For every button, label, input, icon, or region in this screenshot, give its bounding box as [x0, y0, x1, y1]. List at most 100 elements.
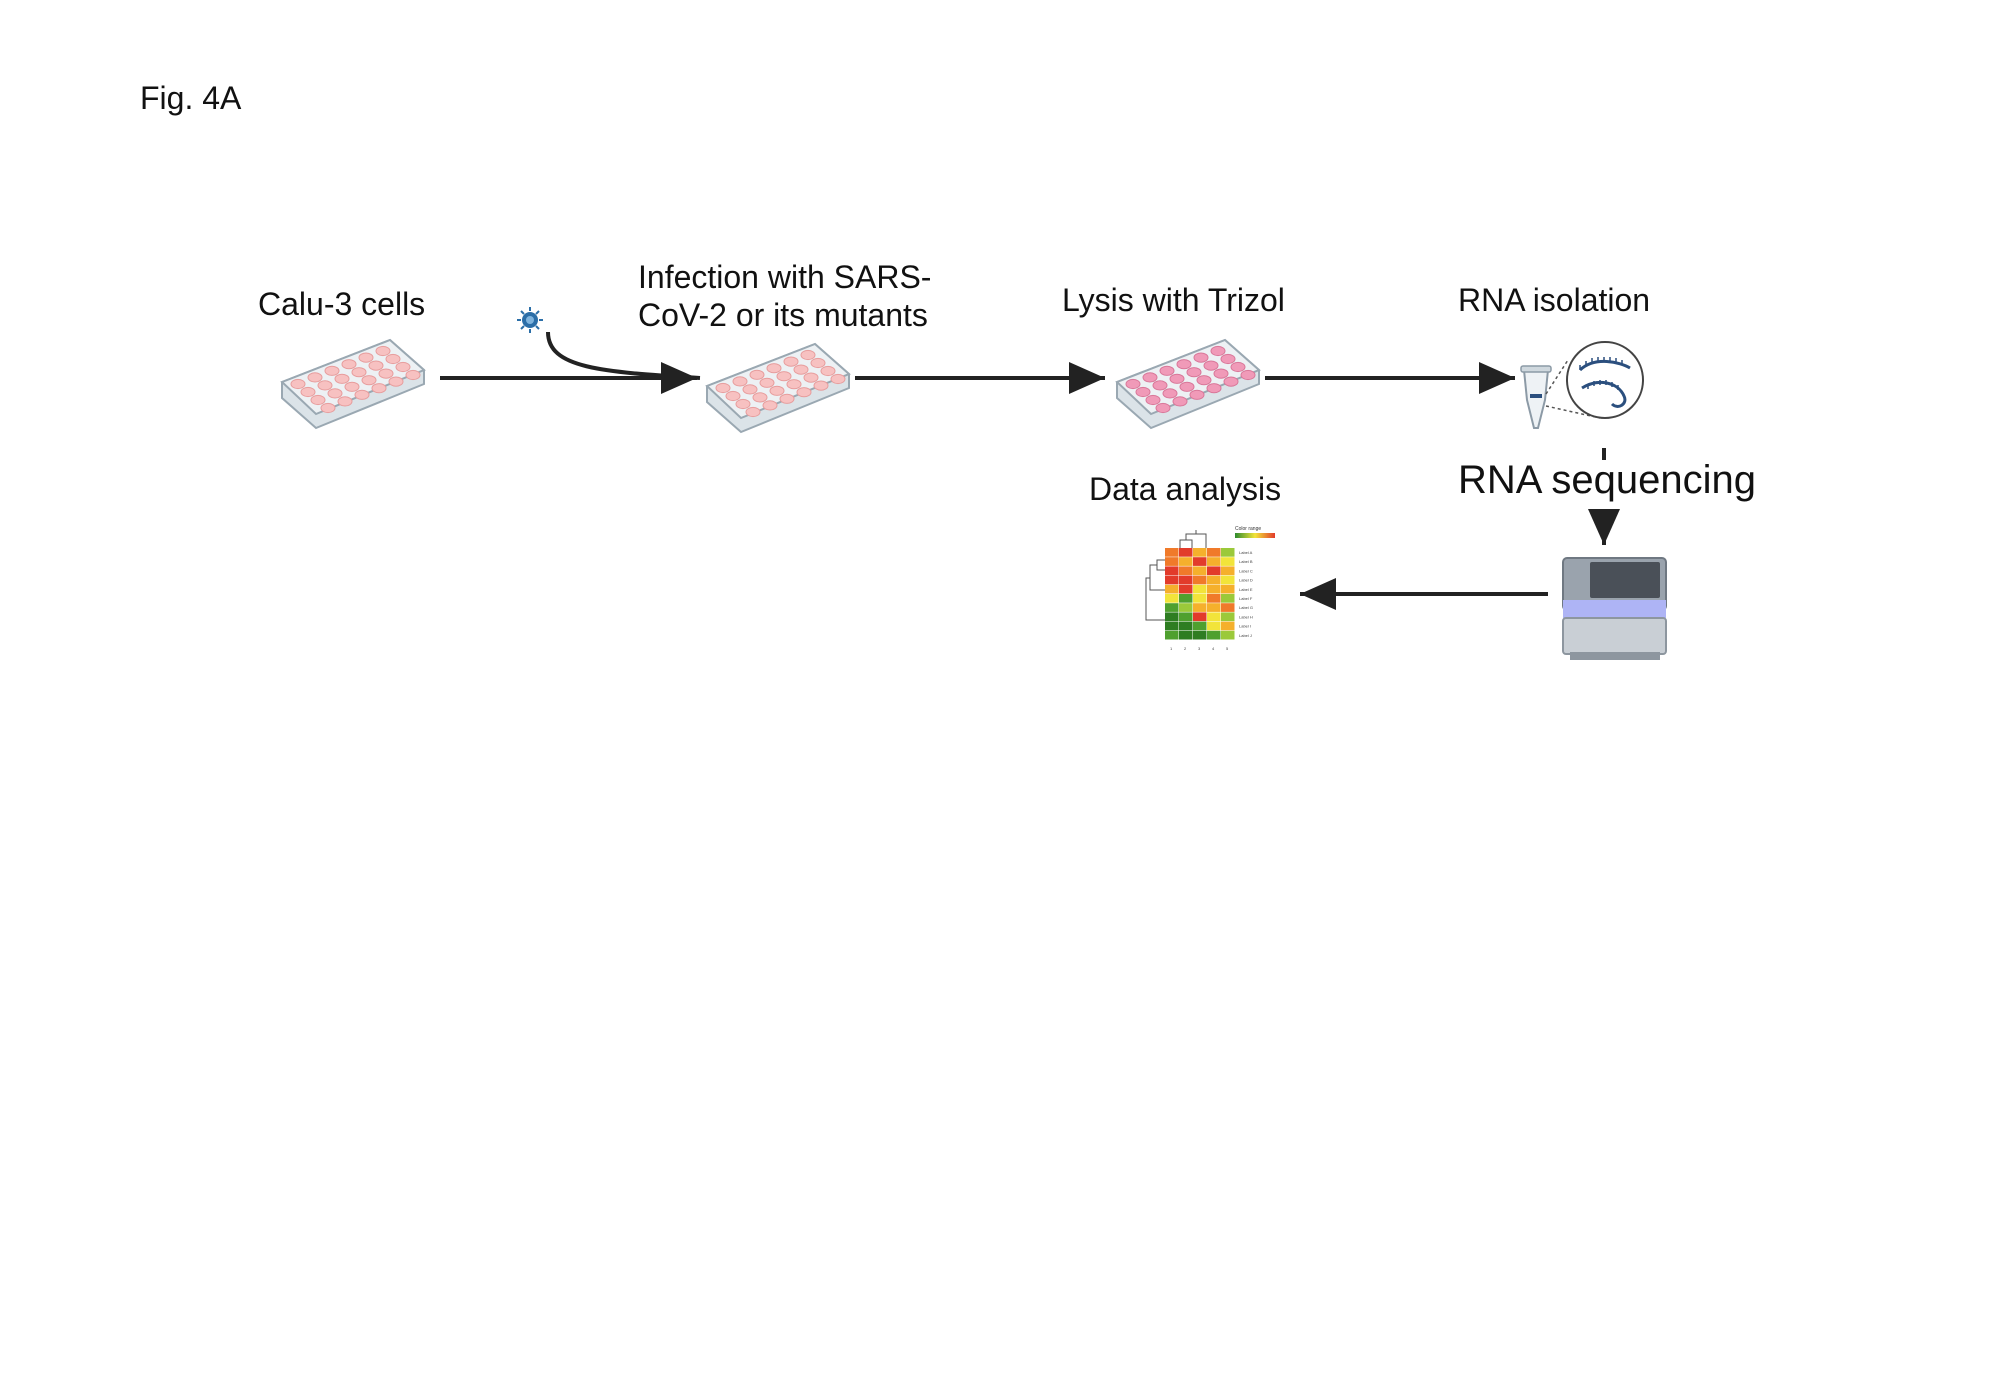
figure-label: Fig. 4A — [140, 80, 242, 116]
heatmap-row-label: Label G — [1239, 605, 1253, 610]
plate-well — [378, 368, 394, 379]
plate-well — [1152, 380, 1168, 391]
heatmap-cell — [1221, 603, 1235, 612]
heatmap-cell — [1165, 630, 1179, 640]
heatmap-cell — [1179, 584, 1193, 594]
plate-well — [1125, 378, 1141, 390]
heatmap-col-label: 4 — [1212, 646, 1215, 651]
heatmap-cell — [1193, 603, 1207, 612]
plate-well — [1220, 353, 1236, 365]
plate-well — [1162, 388, 1178, 399]
sequencer-icon — [1562, 557, 1667, 660]
heatmap-cell — [1207, 566, 1221, 576]
plate-well — [1196, 375, 1212, 386]
plate-well — [1172, 396, 1188, 407]
plate-well — [779, 393, 795, 404]
heatmap-cell — [1221, 584, 1235, 594]
plate-well — [820, 365, 836, 377]
heatmap-cell — [1165, 575, 1179, 585]
heatmap-cell — [1179, 557, 1193, 566]
plate-well — [1223, 376, 1239, 387]
heatmap-cell — [1179, 575, 1193, 585]
heatmap-cell — [1165, 612, 1179, 622]
heatmap-row-label: Label A — [1239, 550, 1253, 555]
heatmap-legend-title: Color range — [1235, 526, 1261, 532]
heatmap-row-label: Label C — [1239, 568, 1253, 573]
rna-strand-icon — [1566, 341, 1644, 419]
heatmap-row-label: Label B — [1239, 559, 1253, 564]
plate-well — [368, 360, 384, 371]
plate-well — [320, 402, 336, 414]
plate-well — [766, 363, 782, 374]
plate-lysis-icon — [1115, 338, 1261, 430]
heatmap-cell — [1165, 548, 1179, 557]
heatmap-cell — [1179, 594, 1193, 603]
plate-well — [1193, 352, 1209, 363]
plate-well — [358, 352, 374, 363]
heatmap-cell — [1207, 594, 1221, 603]
plate-well — [1145, 394, 1161, 406]
heatmap-cell — [1179, 630, 1193, 640]
heatmap-cell — [1207, 548, 1221, 557]
heatmap-row-label: Label H — [1239, 614, 1253, 619]
plate-well — [1159, 365, 1175, 376]
heatmap-cell — [1221, 548, 1235, 557]
plate-well — [395, 361, 411, 373]
heatmap-cell — [1221, 630, 1235, 640]
plate-well — [793, 364, 809, 375]
plate-well — [371, 383, 387, 394]
plate-well — [1176, 359, 1192, 370]
plate-well — [800, 349, 816, 361]
plate-well — [776, 371, 792, 382]
plate-well — [1135, 386, 1151, 398]
plate-well — [1240, 369, 1256, 381]
heatmap-cell — [1221, 566, 1235, 576]
heatmap-col-label: 3 — [1198, 646, 1201, 651]
heatmap-cell — [1221, 557, 1235, 566]
heatmap-cell — [1221, 594, 1235, 603]
heatmap-cell — [1165, 557, 1179, 566]
infection-label-line1: Infection with SARS- — [638, 259, 932, 295]
plate-well — [1142, 372, 1158, 383]
plate-well — [388, 376, 404, 387]
plate-well — [1189, 389, 1205, 400]
heatmap-cell — [1165, 594, 1179, 603]
calu-cells-label: Calu-3 cells — [258, 286, 426, 322]
plate-well — [385, 353, 401, 365]
heatmap-cell — [1193, 557, 1207, 566]
heatmap-row-label: Label J — [1239, 633, 1252, 638]
heatmap-col-label: 2 — [1184, 646, 1187, 651]
plate-well — [341, 359, 357, 370]
infection-label-line2: CoV-2 or its mutants — [638, 297, 928, 333]
plate-well — [375, 345, 391, 357]
virus-arrow-curve — [546, 331, 701, 380]
plate-well — [735, 398, 751, 410]
heatmap-row-label: Label E — [1239, 587, 1253, 592]
lysis-label: Lysis with Trizol — [1062, 282, 1285, 318]
heatmap-row-label: Label D — [1239, 578, 1253, 583]
plate-well — [769, 385, 785, 396]
heatmap-cell — [1179, 548, 1193, 557]
data-analysis-label: Data analysis — [1089, 471, 1282, 507]
heatmap-cell — [1207, 603, 1221, 612]
heatmap-cell — [1193, 584, 1207, 594]
heatmap-cell — [1193, 575, 1207, 585]
heatmap-cell — [1207, 584, 1221, 594]
plate-well — [762, 400, 778, 411]
plate-well — [1155, 402, 1171, 414]
plate-well — [310, 394, 326, 406]
heatmap-cell — [1207, 630, 1221, 640]
rna-sequencing-label: RNA sequencing — [1458, 458, 1756, 502]
plate-well — [810, 357, 826, 369]
heatmap-cell — [1179, 612, 1193, 622]
heatmap-row-label: Label I — [1239, 624, 1251, 629]
plate-well — [351, 367, 367, 378]
plate-well — [334, 373, 350, 384]
heatmap-cell — [1207, 575, 1221, 585]
heatmap-cell — [1193, 594, 1207, 603]
plate-well — [1230, 361, 1246, 373]
plate-well — [300, 386, 316, 398]
plate-well — [405, 369, 421, 381]
plate-well — [749, 369, 765, 380]
